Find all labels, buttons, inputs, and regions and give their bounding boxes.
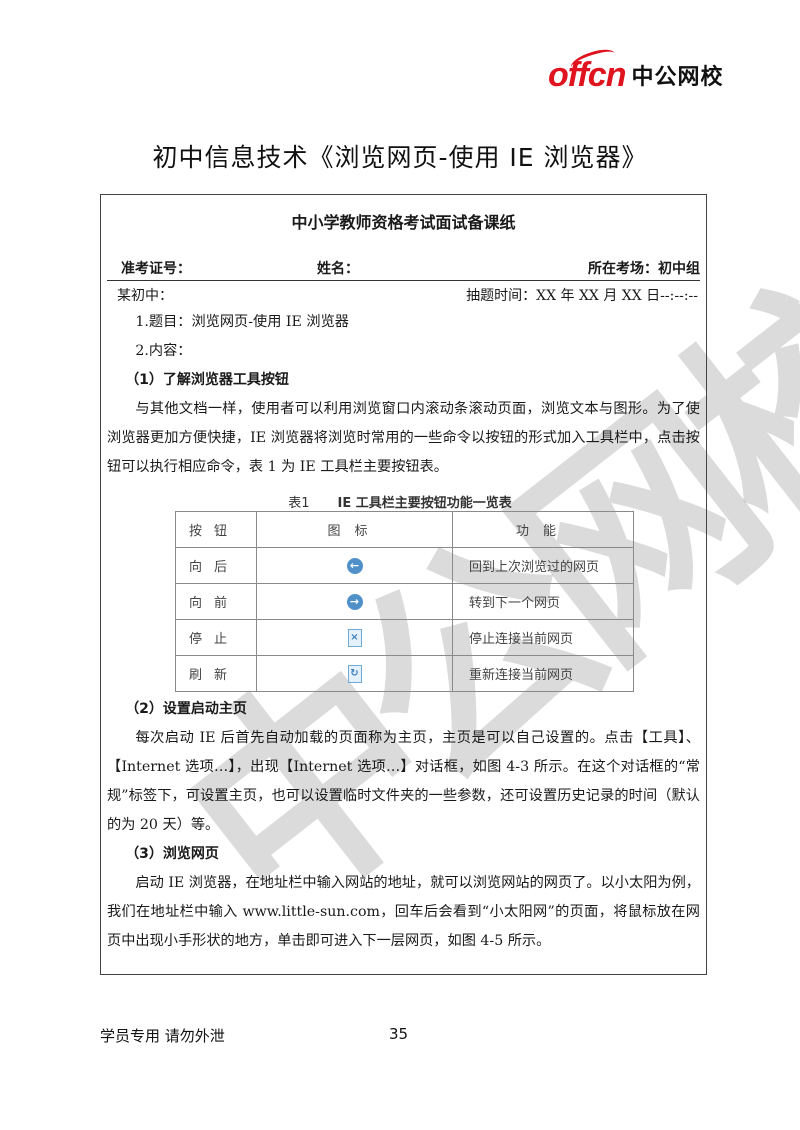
page-number: 35 xyxy=(389,1025,409,1043)
header-button: 按钮 xyxy=(175,511,257,548)
table-caption: 表1 IE 工具栏主要按钮功能一览表 xyxy=(0,492,800,511)
brand-logo: offcn 中公网校 xyxy=(548,45,724,95)
cell-icon: → xyxy=(256,583,453,620)
draw-time: 抽题时间：XX 年 XX 月 XX 日--:--:-- xyxy=(466,288,698,304)
footer-notice: 学员专用 请勿外泄 xyxy=(100,1027,225,1045)
toolbar-buttons-table: 按钮 图标 功能 向后 ← 回到上次浏览过的网页 向前 → 转到下一个网页 停止… xyxy=(175,511,634,692)
table-row: 停止 × 停止连接当前网页 xyxy=(175,619,634,656)
header-icon: 图标 xyxy=(256,511,453,548)
forward-arrow-icon: → xyxy=(346,593,363,610)
content-label: 2.内容： xyxy=(135,343,192,359)
exam-id-label: 准考证号： xyxy=(121,261,191,277)
cell-button: 向后 xyxy=(175,547,257,584)
table-row: 向前 → 转到下一个网页 xyxy=(175,583,634,620)
table-caption-number: 表1 xyxy=(288,496,310,511)
school-label: 某初中： xyxy=(117,288,173,304)
table-header-row: 按钮 图标 功能 xyxy=(175,511,634,548)
table-row: 刷新 ↻ 重新连接当前网页 xyxy=(175,655,634,692)
logo-chinese-name: 中公网校 xyxy=(631,65,724,90)
cell-icon: ↻ xyxy=(256,655,453,692)
cell-button: 向前 xyxy=(175,583,257,620)
form-title: 中小学教师资格考试面试备课纸 xyxy=(291,213,516,232)
refresh-icon: ↻ xyxy=(347,664,362,683)
topic-line: 1.题目：浏览网页-使用 IE 浏览器 xyxy=(135,314,349,330)
cell-icon: ← xyxy=(256,547,453,584)
cell-function: 停止连接当前网页 xyxy=(452,619,634,656)
cell-button: 停止 xyxy=(175,619,257,656)
section-3-paragraph: 启动 IE 浏览器，在地址栏中输入网站的地址，就可以浏览网站的网页了。以小太阳为… xyxy=(107,875,700,949)
cell-button: 刷新 xyxy=(175,655,257,692)
cell-function: 重新连接当前网页 xyxy=(452,655,634,692)
name-label: 姓名： xyxy=(317,261,359,277)
section-3-heading: （3）浏览网页 xyxy=(125,846,219,862)
exam-site-label: 所在考场：初中组 xyxy=(588,261,700,277)
section-1-paragraph: 与其他文档一样，使用者可以利用浏览窗口内滚动条滚动页面，浏览文本与图形。为了使浏… xyxy=(107,401,700,475)
section-2-heading: （2）设置启动主页 xyxy=(125,701,247,717)
lesson-plan-frame: 中小学教师资格考试面试备课纸 准考证号： 姓名： 所在考场：初中组 某初中： 抽… xyxy=(100,194,707,975)
logo-mark: offcn xyxy=(548,45,626,94)
section-1-heading: （1）了解浏览器工具按钮 xyxy=(125,372,289,388)
table-row: 向后 ← 回到上次浏览过的网页 xyxy=(175,547,634,584)
header-function: 功能 xyxy=(452,511,634,548)
cell-function: 回到上次浏览过的网页 xyxy=(452,547,634,584)
content-part-2: （2）设置启动主页 每次启动 IE 后首先自动加载的页面称为主页，主页是可以自己… xyxy=(107,695,700,956)
cell-function: 转到下一个网页 xyxy=(452,583,634,620)
back-arrow-icon: ← xyxy=(346,557,363,574)
stop-icon: × xyxy=(347,628,362,647)
content-part-1: 1.题目：浏览网页-使用 IE 浏览器 2.内容： （1）了解浏览器工具按钮 与… xyxy=(107,308,700,482)
table-caption-text: IE 工具栏主要按钮功能一览表 xyxy=(337,496,512,511)
candidate-info-row: 准考证号： 姓名： 所在考场：初中组 xyxy=(107,258,700,281)
section-2-paragraph: 每次启动 IE 后首先自动加载的页面称为主页，主页是可以自己设置的。点击【工具】… xyxy=(107,730,700,833)
cell-icon: × xyxy=(256,619,453,656)
logo-mark-text: offcn xyxy=(548,56,626,94)
page-title: 初中信息技术《浏览网页-使用 IE 浏览器》 xyxy=(152,143,648,172)
